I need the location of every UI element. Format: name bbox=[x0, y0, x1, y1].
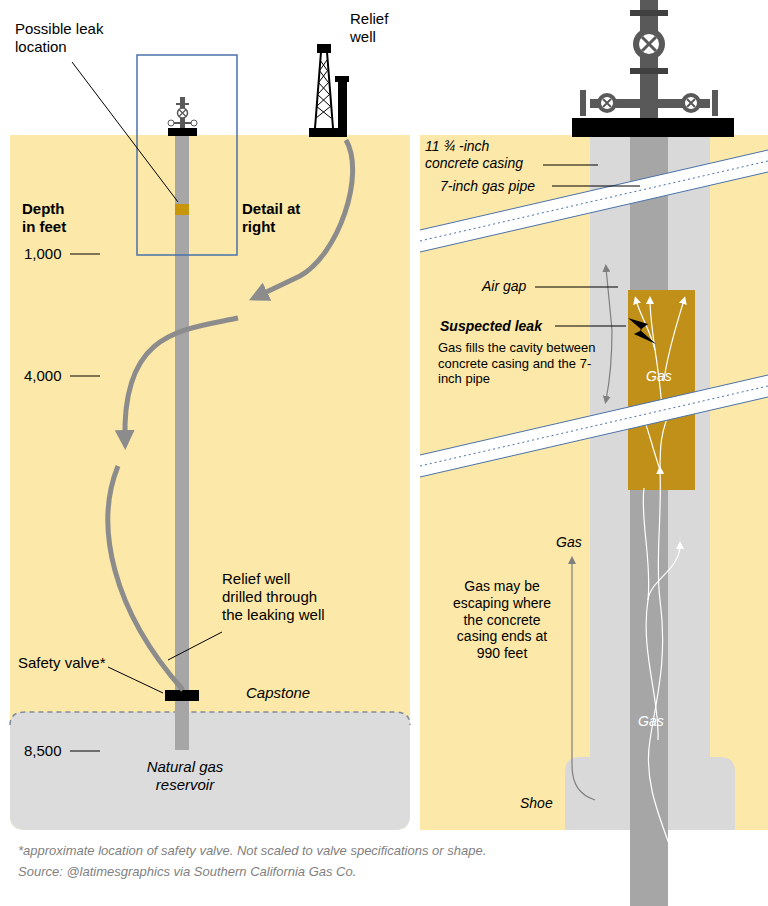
region-label: Natural gas reservoir bbox=[132, 758, 238, 794]
callout-label: Detail at right bbox=[242, 200, 302, 236]
depth-value: 4,000 bbox=[24, 367, 70, 385]
gas-flow bbox=[636, 300, 686, 906]
safety-valve bbox=[165, 690, 199, 701]
leader-line bbox=[108, 667, 163, 693]
ground bbox=[420, 135, 768, 830]
part-label: 7-inch gas pipe bbox=[440, 178, 552, 195]
detail-box bbox=[137, 55, 237, 255]
callout-label: Safety valve* bbox=[18, 654, 128, 672]
callout-label: Relief well bbox=[350, 10, 408, 46]
layer-label: Capstone bbox=[246, 684, 336, 702]
part-label: Shoe bbox=[520, 795, 564, 812]
relief-well-path bbox=[108, 140, 353, 690]
tick bbox=[70, 751, 100, 752]
source-note: Source: @latimesgraphics via Southern Ca… bbox=[18, 864, 758, 880]
footnote: *approximate location of safety valve. N… bbox=[18, 843, 758, 859]
leader-line bbox=[168, 632, 222, 660]
gas-pipe bbox=[630, 135, 668, 906]
ground bbox=[10, 135, 410, 830]
gas-label: Gas bbox=[638, 713, 678, 730]
relief-well-rig bbox=[309, 44, 349, 137]
part-label: 11 ¾ -inch concrete casing bbox=[425, 138, 543, 172]
tick bbox=[70, 376, 100, 377]
note: Gas fills the cavity between concrete ca… bbox=[438, 340, 596, 387]
leader-line bbox=[72, 62, 178, 202]
capstone-line bbox=[10, 712, 410, 725]
leak-symbol bbox=[628, 318, 656, 344]
depth-value: 1,000 bbox=[24, 245, 70, 263]
gas-cavity bbox=[628, 290, 695, 490]
tick bbox=[70, 254, 100, 255]
axis-title: Depth in feet bbox=[22, 200, 78, 236]
leader-line bbox=[535, 165, 640, 326]
gas-label: Gas bbox=[646, 368, 686, 385]
gas-label: Gas bbox=[556, 534, 596, 551]
depth-value: 8,500 bbox=[24, 742, 70, 760]
part-label: Air gap bbox=[482, 278, 536, 295]
wellhead bbox=[572, 0, 734, 137]
break-band bbox=[420, 150, 768, 477]
reservoir bbox=[10, 712, 410, 830]
note: Gas may be escaping where the concrete c… bbox=[446, 578, 558, 662]
callout-label: Possible leak location bbox=[15, 20, 145, 56]
leak-marker bbox=[175, 204, 189, 215]
wellhead-small bbox=[168, 97, 197, 136]
well-pipe bbox=[175, 135, 189, 750]
callout-label: Relief well drilled through the leaking … bbox=[222, 570, 334, 624]
callout-label: Suspected leak bbox=[440, 318, 556, 335]
